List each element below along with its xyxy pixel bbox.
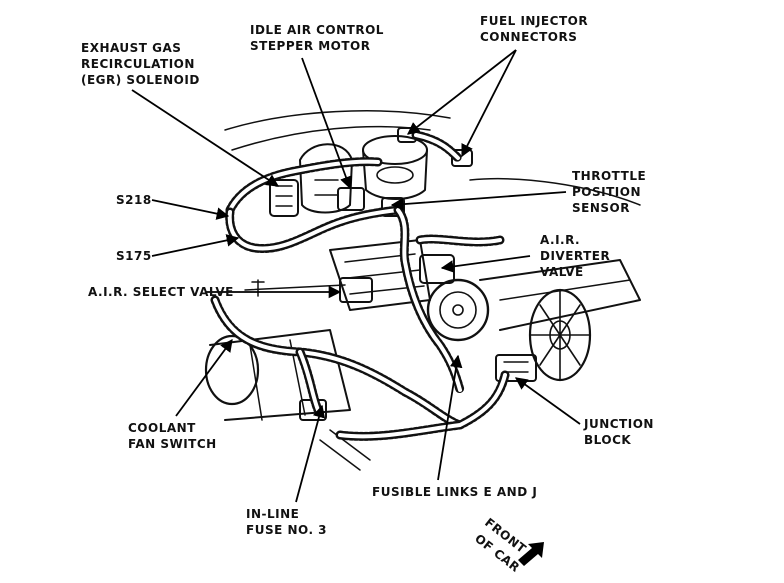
label-air-select-valve: A.I.R. SELECT VALVE	[88, 285, 234, 299]
label-idle-air-control: IDLE AIR CONTROL STEPPER MOTOR	[250, 23, 384, 53]
label-inline-fuse: IN-LINE FUSE NO. 3	[246, 507, 327, 537]
label-line: CONNECTORS	[480, 30, 577, 44]
front-arrow-icon	[518, 542, 544, 566]
label-line: STEPPER MOTOR	[250, 39, 371, 53]
label-throttle-position-sensor: THROTTLE POSITION SENSOR	[572, 169, 646, 215]
leader-lines	[131, 49, 581, 503]
label-s175: S175	[116, 249, 152, 263]
label-line: DIVERTER	[540, 249, 610, 263]
label-line: FUEL INJECTOR	[480, 14, 588, 28]
label-line: JUNCTION	[583, 417, 654, 431]
label-line: (EGR) SOLENOID	[81, 73, 200, 87]
front-of-car-indicator: FRONT OF CAR	[472, 515, 544, 575]
label-line: VALVE	[540, 265, 584, 279]
label-line: A.I.R.	[540, 233, 580, 247]
label-line: COOLANT	[128, 421, 196, 435]
label-line: IN-LINE	[246, 507, 299, 521]
label-fuel-injector-connectors: FUEL INJECTOR CONNECTORS	[480, 14, 588, 44]
label-line: IDLE AIR CONTROL	[250, 23, 384, 37]
label-line: FAN SWITCH	[128, 437, 217, 451]
label-line: SENSOR	[572, 201, 630, 215]
label-egr-solenoid: EXHAUST GAS RECIRCULATION (EGR) SOLENOID	[81, 41, 200, 87]
label-line: POSITION	[572, 185, 641, 199]
label-coolant-fan-switch: COOLANT FAN SWITCH	[128, 421, 217, 451]
label-fusible-links: FUSIBLE LINKS E AND J	[372, 485, 537, 499]
label-line: FUSE NO. 3	[246, 523, 327, 537]
label-s218: S218	[116, 193, 152, 207]
engine-illustration	[204, 110, 641, 471]
label-air-diverter-valve: A.I.R. DIVERTER VALVE	[540, 233, 610, 279]
label-line: THROTTLE	[572, 169, 646, 183]
label-line: RECIRCULATION	[81, 57, 195, 71]
label-junction-block: JUNCTION BLOCK	[583, 417, 654, 447]
label-line: EXHAUST GAS	[81, 41, 181, 55]
label-line: BLOCK	[584, 433, 631, 447]
